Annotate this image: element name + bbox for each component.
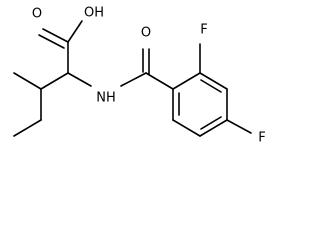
bond-ring-f-para [226,119,252,134]
atom-label-amide-nh: NH [96,91,116,106]
ring-bond-c4-c5 [199,119,228,137]
bond-amide-c-ring [145,72,174,90]
bond-acid-c-o-double-2 [38,34,65,49]
bond-ch2-ch3 [13,119,42,137]
bond-acid-c-oh [67,20,83,43]
bond-alpha-beta [40,72,69,90]
atom-label-acid-hydroxyl: OH [84,6,104,21]
ring-bond-c5-c6 [172,119,201,137]
atom-labels: O OH NH O F F [32,6,266,146]
bond-acid-c-o-double-1 [42,28,69,43]
bond-nh-amide-c [120,72,147,87]
molecule-structure: O OH NH O F F [13,6,266,146]
ring-inner-bond-c2-c3 [200,79,222,93]
bond-beta-methyl [13,72,42,90]
atom-label-amide-carbonyl-oxygen: O [141,26,151,41]
atom-label-acid-carbonyl-oxygen: O [32,7,42,22]
ring-bond-c1-c2 [172,72,201,90]
ring-inner-bond-c4-c5 [200,116,222,130]
bond-alpha-nh [67,72,92,87]
ring-bond-c2-c3 [199,72,228,90]
atom-label-fluorine-ortho: F [200,23,207,38]
bonds [13,20,252,137]
atom-label-fluorine-para: F [258,131,265,146]
